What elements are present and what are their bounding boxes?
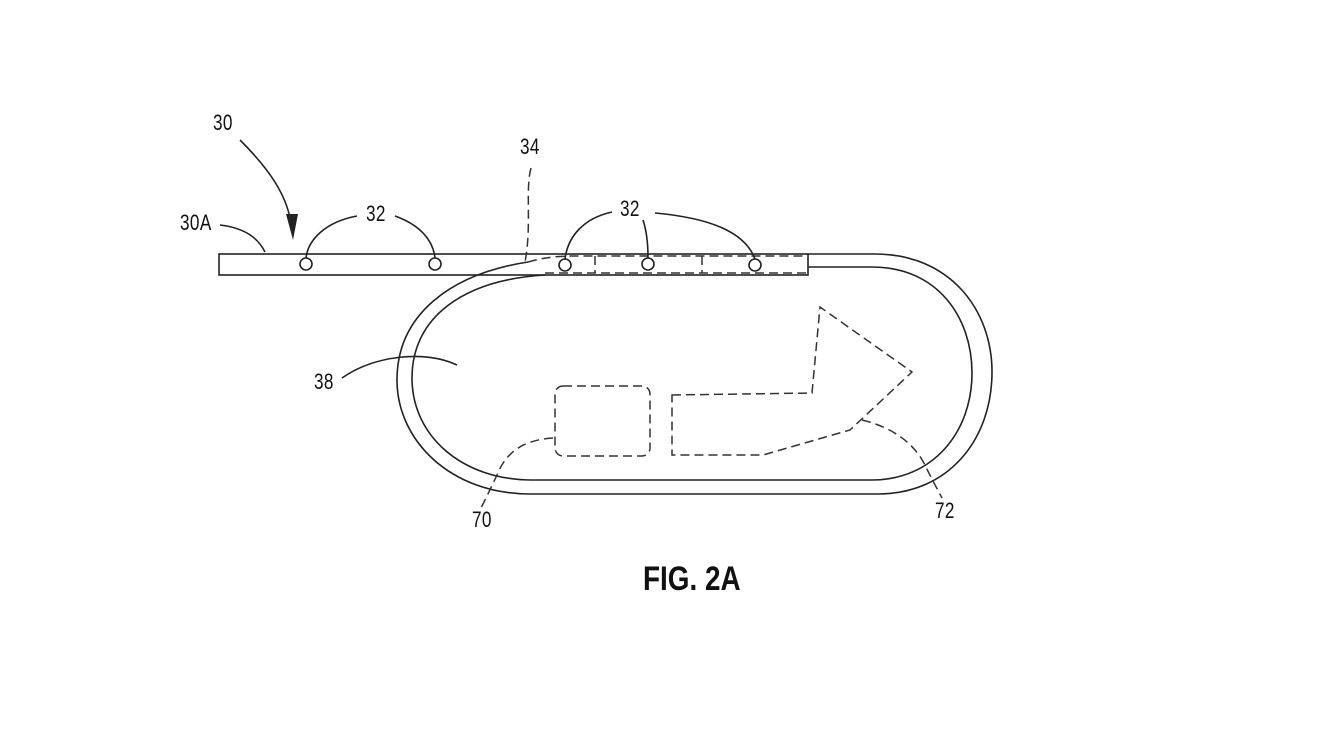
leader-32	[642, 219, 649, 259]
hole	[558, 258, 572, 272]
hole	[641, 257, 655, 271]
leader-32	[564, 211, 613, 260]
hidden-loop-section	[527, 255, 808, 274]
leader-32	[394, 215, 436, 259]
arrow-component-72	[671, 305, 914, 456]
arrowhead-icon	[286, 214, 298, 240]
label-38: 38	[314, 369, 334, 394]
leader-30a	[219, 224, 266, 253]
label-70: 70	[472, 507, 492, 532]
leader-70	[479, 437, 554, 511]
figure-caption: FIG. 2A	[643, 560, 741, 598]
strip-body	[218, 253, 809, 276]
square-component-70	[554, 385, 651, 457]
leader-34	[524, 167, 532, 263]
leader-38	[341, 355, 458, 379]
hole	[428, 257, 442, 271]
label-32-right: 32	[620, 196, 640, 221]
leader-30	[239, 139, 293, 233]
hole	[748, 258, 762, 272]
leader-72	[861, 419, 943, 499]
label-72: 72	[935, 498, 955, 523]
label-30a: 30A	[180, 210, 212, 235]
outer-loop	[396, 253, 993, 495]
label-34: 34	[520, 134, 540, 159]
inner-loop	[411, 266, 973, 481]
leader-32	[654, 212, 756, 260]
label-30: 30	[213, 110, 233, 135]
leader-32	[305, 215, 358, 259]
hole	[299, 257, 313, 271]
label-32-left: 32	[366, 201, 386, 226]
